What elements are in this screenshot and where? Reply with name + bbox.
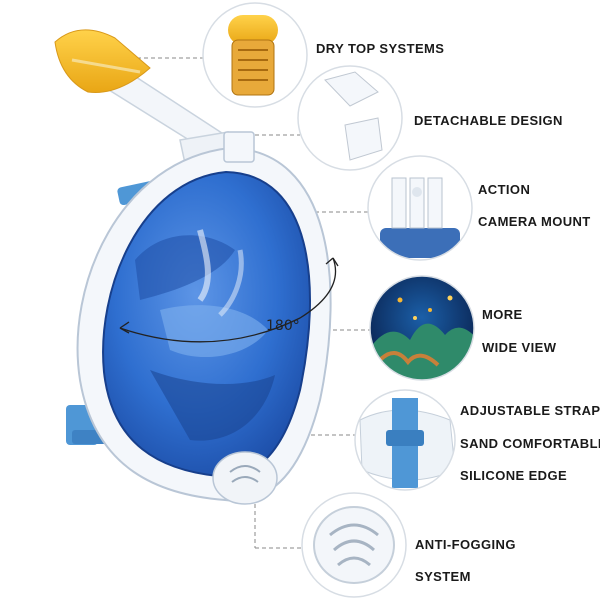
feature-label-dry-top: DRY TOP SYSTEMS [316, 41, 445, 56]
feature-label-camera-line1: ACTION [478, 182, 531, 197]
anti-fog-callout [302, 493, 406, 597]
feature-label-strap-line3: SILICONE EDGE [460, 468, 568, 483]
feature-label-detachable: DETACHABLE DESIGN [414, 113, 563, 128]
feature-label-strap-line2: SAND COMFORTABLE [460, 436, 600, 451]
dry-top-callout [203, 3, 307, 107]
mask-body [76, 131, 332, 505]
strap-callout [355, 390, 455, 490]
feature-label-camera-line2: CAMERA MOUNT [478, 214, 591, 229]
feature-label-strap-line1: ADJUSTABLE STRAP [460, 403, 600, 418]
feature-label-wideview-line1: MORE [482, 307, 523, 322]
feature-label-antifog-line1: ANTI-FOGGING [415, 537, 516, 552]
detachable-callout [298, 66, 402, 170]
feature-label-antifog-line2: SYSTEM [415, 569, 471, 584]
view-angle-label: 180° [266, 318, 300, 334]
underwater-view-callout [370, 276, 474, 380]
view-angle-arc [119, 257, 339, 343]
feature-label-wideview-line2: WIDE VIEW [482, 340, 557, 355]
camera-mount-callout [368, 156, 472, 260]
